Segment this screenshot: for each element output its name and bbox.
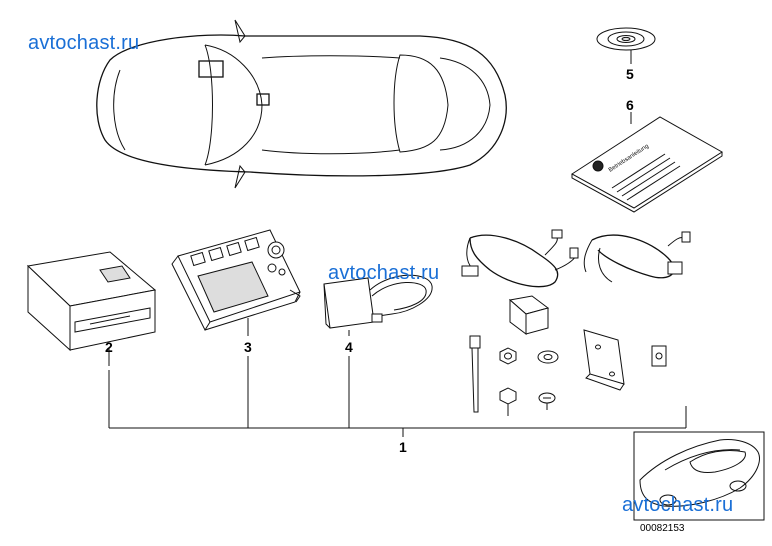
cable-tie-part (469, 335, 481, 413)
bolt-part (499, 387, 517, 416)
assembly-bracket (109, 406, 687, 437)
wiring-harness-right (583, 231, 691, 283)
relay-part (508, 295, 550, 335)
install-location-center (256, 93, 270, 106)
part-4-gps-antenna (323, 274, 433, 428)
callout-part-6: 6 (626, 97, 634, 113)
bracket-plate-part (583, 329, 625, 391)
nut-part (499, 347, 517, 365)
reference-car-thumbnail (633, 431, 765, 521)
part-2-navigation-computer (26, 251, 157, 428)
part-6-manual: Betriebsanleitung (571, 112, 723, 213)
watermark-bottom-right: avtochast.ru (622, 494, 734, 516)
screw-part (538, 392, 556, 410)
callout-part-1: 1 (399, 439, 407, 455)
watermark-center: avtochast.ru (328, 262, 440, 284)
wiring-harness-left (461, 229, 579, 288)
watermark-top-left: avtochast.ru (28, 32, 140, 54)
callout-part-5: 5 (626, 66, 634, 82)
document-id: 00082153 (640, 523, 685, 534)
car-top-view (96, 19, 507, 189)
callout-part-3: 3 (244, 339, 252, 355)
clip-nut-part (651, 345, 667, 367)
part-3-monitor-unit (171, 229, 301, 428)
washer-part (537, 350, 559, 364)
part-5-cd-disc (596, 27, 656, 64)
callout-part-2: 2 (105, 339, 113, 355)
callout-part-4: 4 (345, 339, 353, 355)
install-location-front (198, 60, 224, 78)
